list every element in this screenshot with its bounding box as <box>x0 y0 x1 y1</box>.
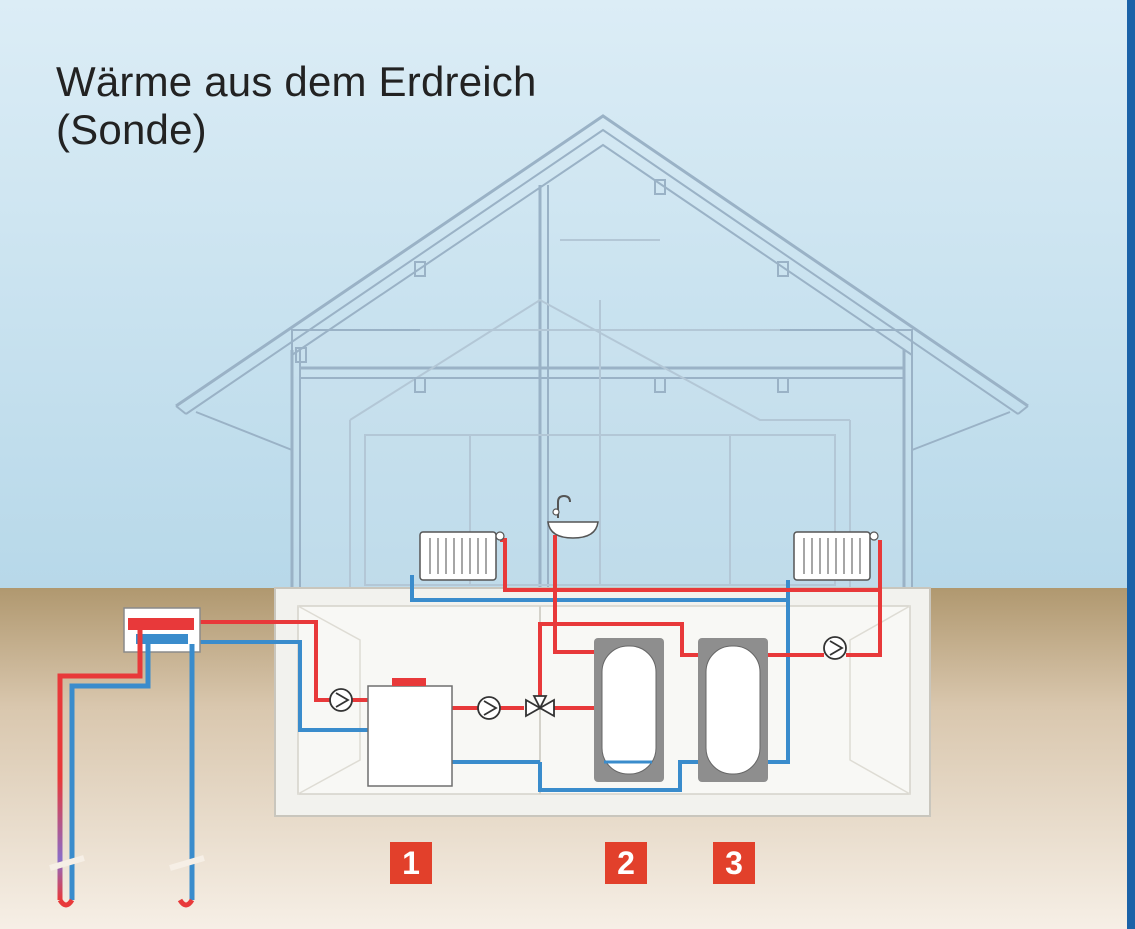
sky <box>0 0 1135 590</box>
label-3-badge: 3 <box>713 842 755 884</box>
diagram-title: Wärme aus dem Erdreich (Sonde) <box>56 58 537 154</box>
pump-icon <box>823 636 847 660</box>
radiator-icon <box>419 531 505 581</box>
label-1-badge: 1 <box>390 842 432 884</box>
ground-probes <box>49 630 205 908</box>
buffer-tank <box>698 638 768 782</box>
title-line-2: (Sonde) <box>56 106 207 153</box>
heating-coil <box>604 712 652 756</box>
mixing-valve-icon <box>525 695 555 718</box>
radiator-icon <box>793 531 879 581</box>
hot-pipes <box>190 535 882 710</box>
hot-water-tank <box>594 638 664 782</box>
faucet-icon <box>547 494 599 539</box>
cold-pipes <box>130 575 790 792</box>
label-2-badge: 2 <box>605 842 647 884</box>
title-line-1: Wärme aus dem Erdreich <box>56 58 537 105</box>
probe-collector <box>123 607 201 653</box>
right-edge-stripe <box>1127 0 1135 929</box>
heat-pump-unit <box>367 678 453 787</box>
pump-icon <box>477 696 501 720</box>
pump-icon <box>329 688 353 712</box>
